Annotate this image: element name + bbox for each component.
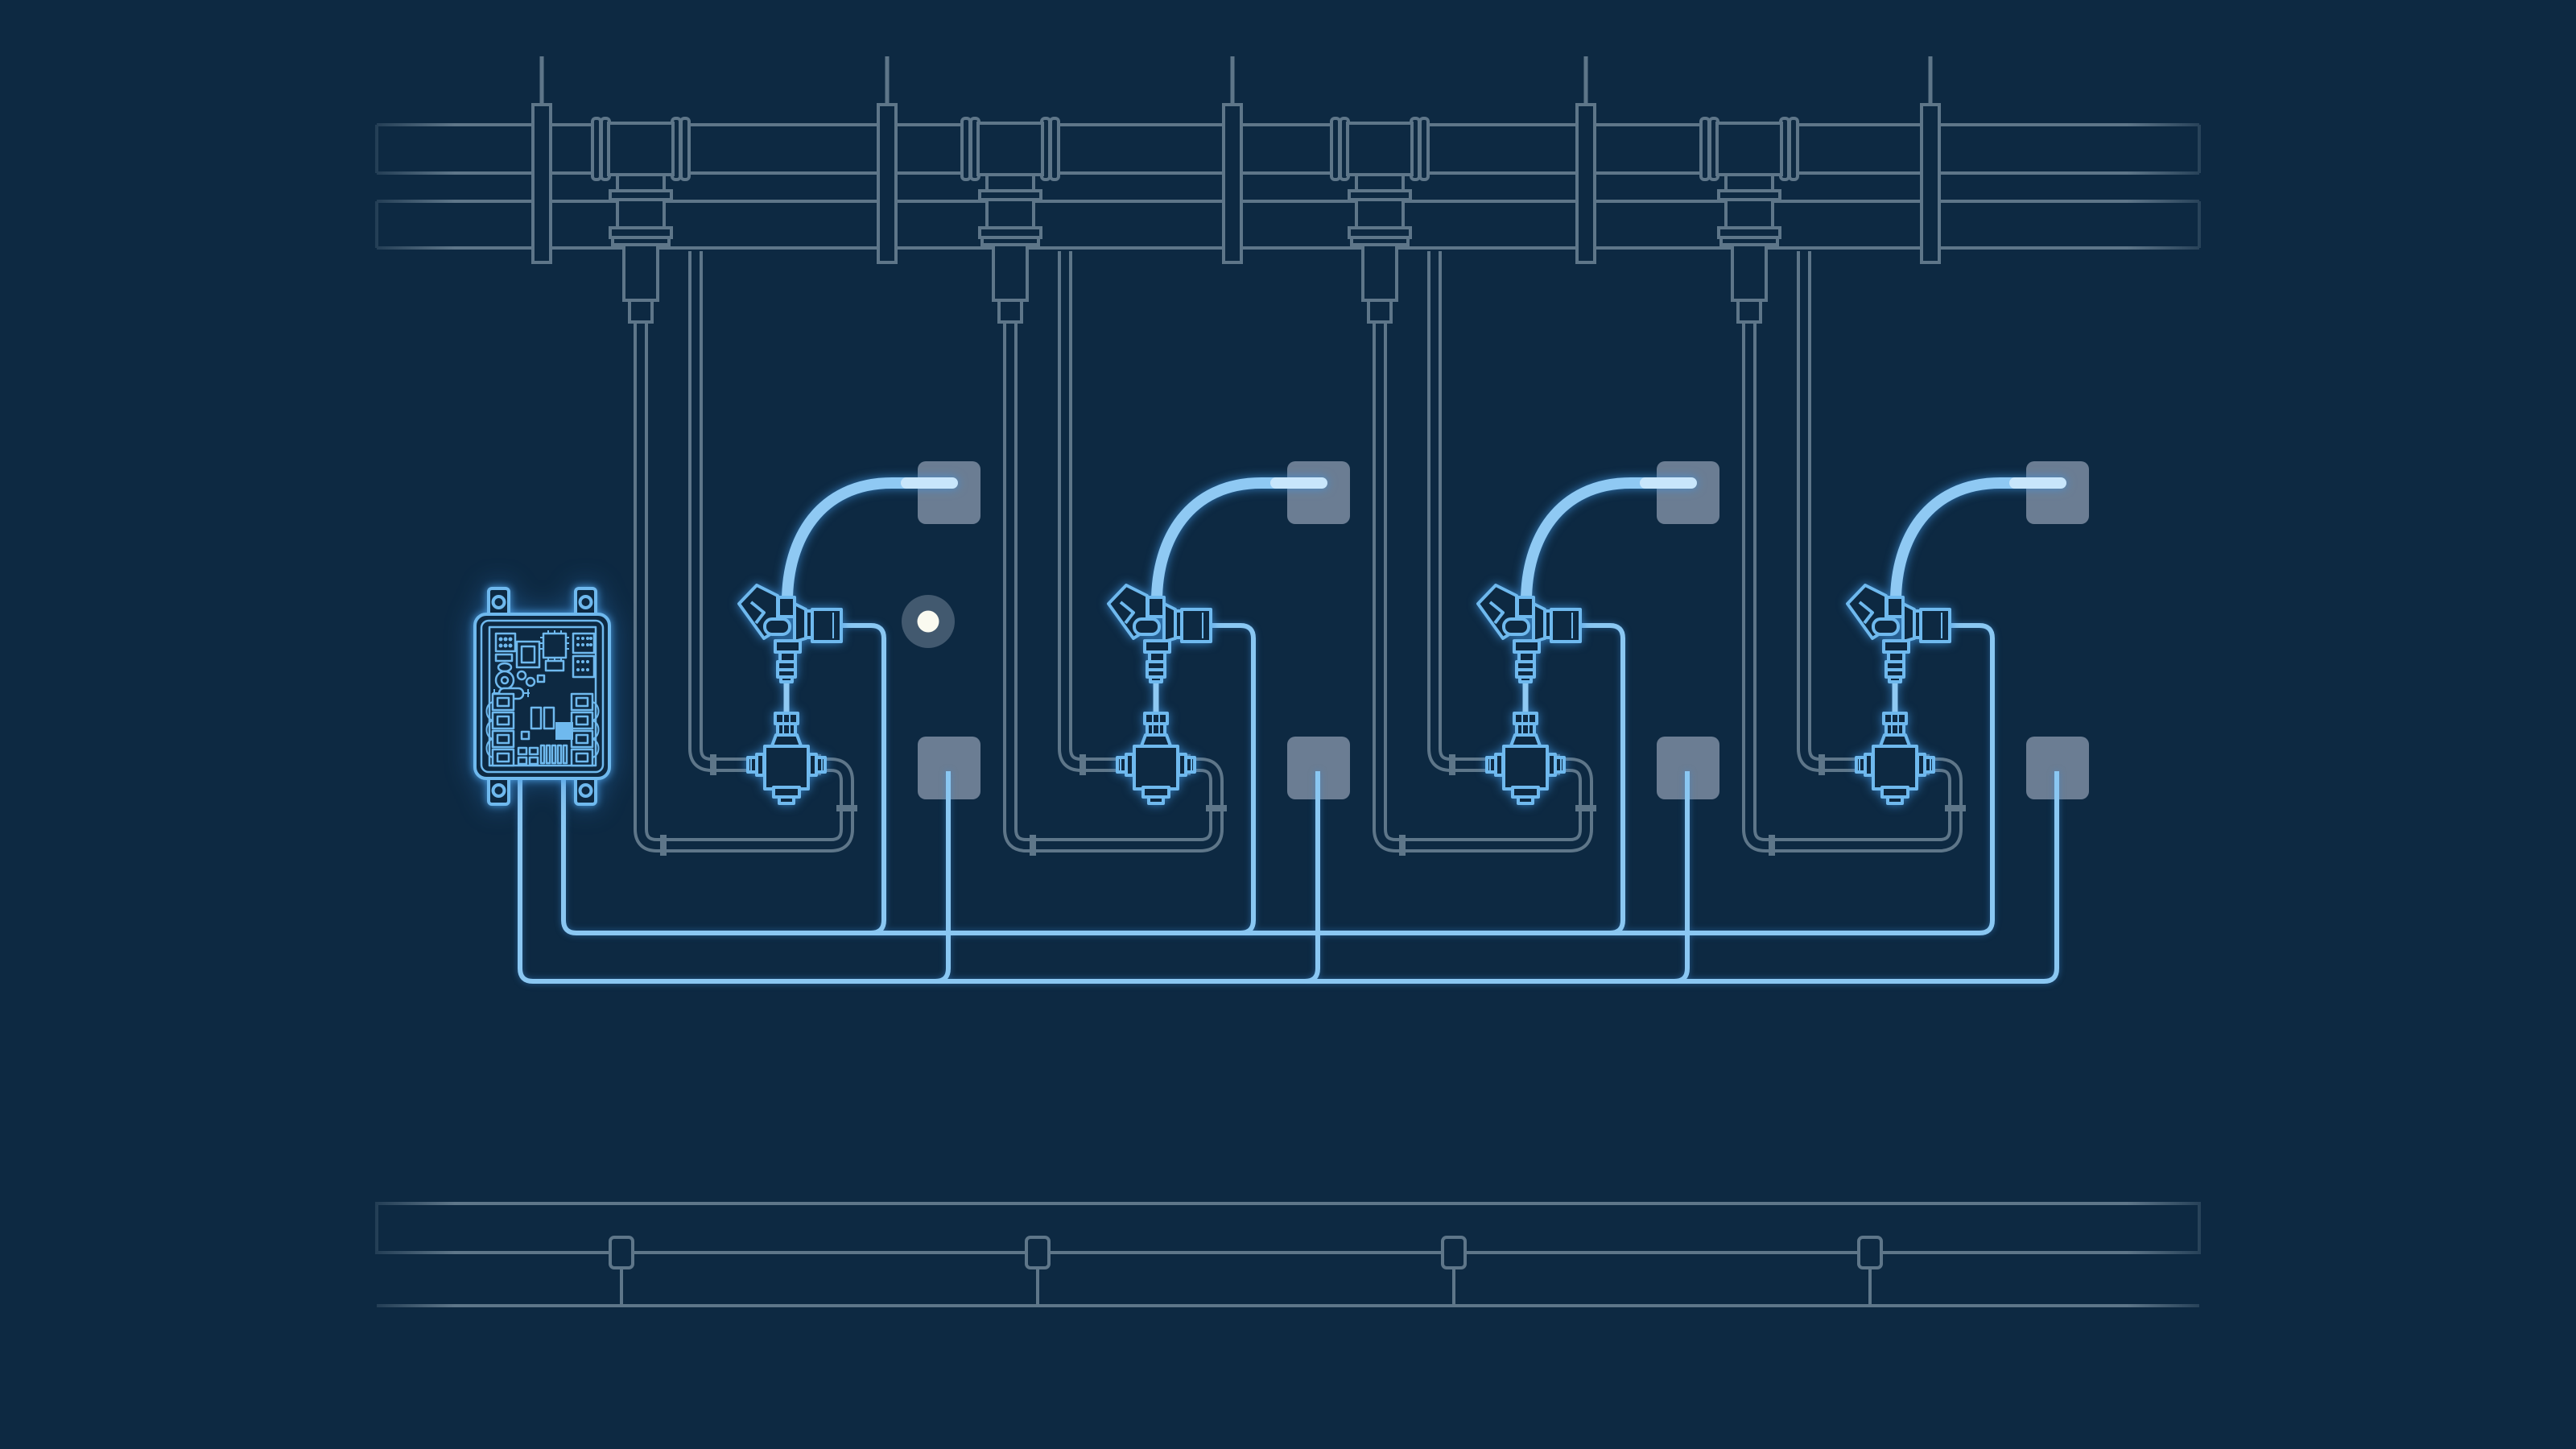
bus-wire-injectors [561, 623, 1995, 935]
supply-tube-2 [1151, 477, 1289, 602]
injector-assemblies [737, 477, 2066, 805]
mount-pad-top-1 [918, 461, 980, 524]
isolation-valve-1 [746, 712, 827, 805]
tray-junction-box-4 [1857, 1236, 1883, 1307]
cable-tray-duct [375, 1202, 2201, 1254]
fuel-injector-1 [737, 584, 843, 683]
fuel-injector-4 [1846, 584, 1951, 683]
mount-hole-icon [578, 783, 593, 798]
tray-junction-box-2 [1025, 1236, 1051, 1307]
supply-tube-4 [1890, 477, 2028, 602]
mount-pad-bottom-4 [2026, 737, 2089, 799]
mount-hole-icon [491, 595, 506, 609]
manifold-tee-1 [591, 117, 691, 324]
pcb-components [485, 630, 600, 767]
pipe-support-3 [1224, 56, 1241, 262]
pipe-support-1 [533, 56, 551, 262]
mount-pad-top-4 [2026, 461, 2089, 524]
manifold-tee-4 [1699, 117, 1799, 324]
indicator-dot-icon[interactable] [917, 610, 939, 633]
isolation-valve-4 [1855, 712, 1935, 805]
manifold-tees [591, 117, 1799, 324]
mount-pad-bottom-1 [918, 737, 980, 799]
tray-junction-box-3 [1441, 1236, 1467, 1307]
injector-assembly-1 [737, 477, 958, 805]
bus-wire-pads [518, 765, 2059, 984]
manifold-tee-2 [960, 117, 1060, 324]
injector-wire-3 [1580, 623, 1625, 935]
mount-pad-top-2 [1287, 461, 1350, 524]
supply-tube-3 [1521, 477, 1658, 602]
mount-hole-icon [578, 595, 593, 609]
fuel-injector-2 [1107, 584, 1212, 683]
pad-wire-1 [929, 771, 951, 984]
pipe-support-4 [1577, 56, 1595, 262]
isolation-valve-3 [1485, 712, 1566, 805]
supply-tube-1 [782, 477, 919, 602]
pipe-support-2 [878, 56, 896, 262]
pad-wire-3 [1668, 771, 1690, 984]
injector-assembly-2 [1107, 477, 1327, 805]
cable-tray [375, 1202, 2201, 1307]
edge-fades [362, 109, 2219, 1322]
controller-pcb [473, 587, 611, 806]
mount-pad-bottom-3 [1657, 737, 1719, 799]
pipe-support-5 [1922, 56, 1939, 262]
manifold-tee-3 [1330, 117, 1430, 324]
injector-assembly-4 [1846, 477, 2066, 805]
pad-wire-2 [1298, 771, 1320, 984]
supply-manifold [375, 123, 2201, 250]
mount-pad-top-3 [1657, 461, 1719, 524]
isolation-valve-2 [1116, 712, 1196, 805]
status-indicator[interactable] [902, 595, 955, 648]
mount-hole-icon [491, 783, 506, 798]
control-wiring [518, 623, 2059, 984]
injector-assembly-3 [1476, 477, 1697, 805]
injector-wire-2 [1211, 623, 1256, 935]
mount-pad-bottom-2 [1287, 737, 1350, 799]
mounting-pads [918, 461, 2089, 799]
tray-junction-box-1 [609, 1236, 634, 1307]
fuel-injector-3 [1476, 584, 1582, 683]
injector-wire-1 [841, 623, 886, 935]
manifold-pipe-lower [375, 200, 2201, 250]
manifold-pipe-upper [375, 123, 2201, 175]
